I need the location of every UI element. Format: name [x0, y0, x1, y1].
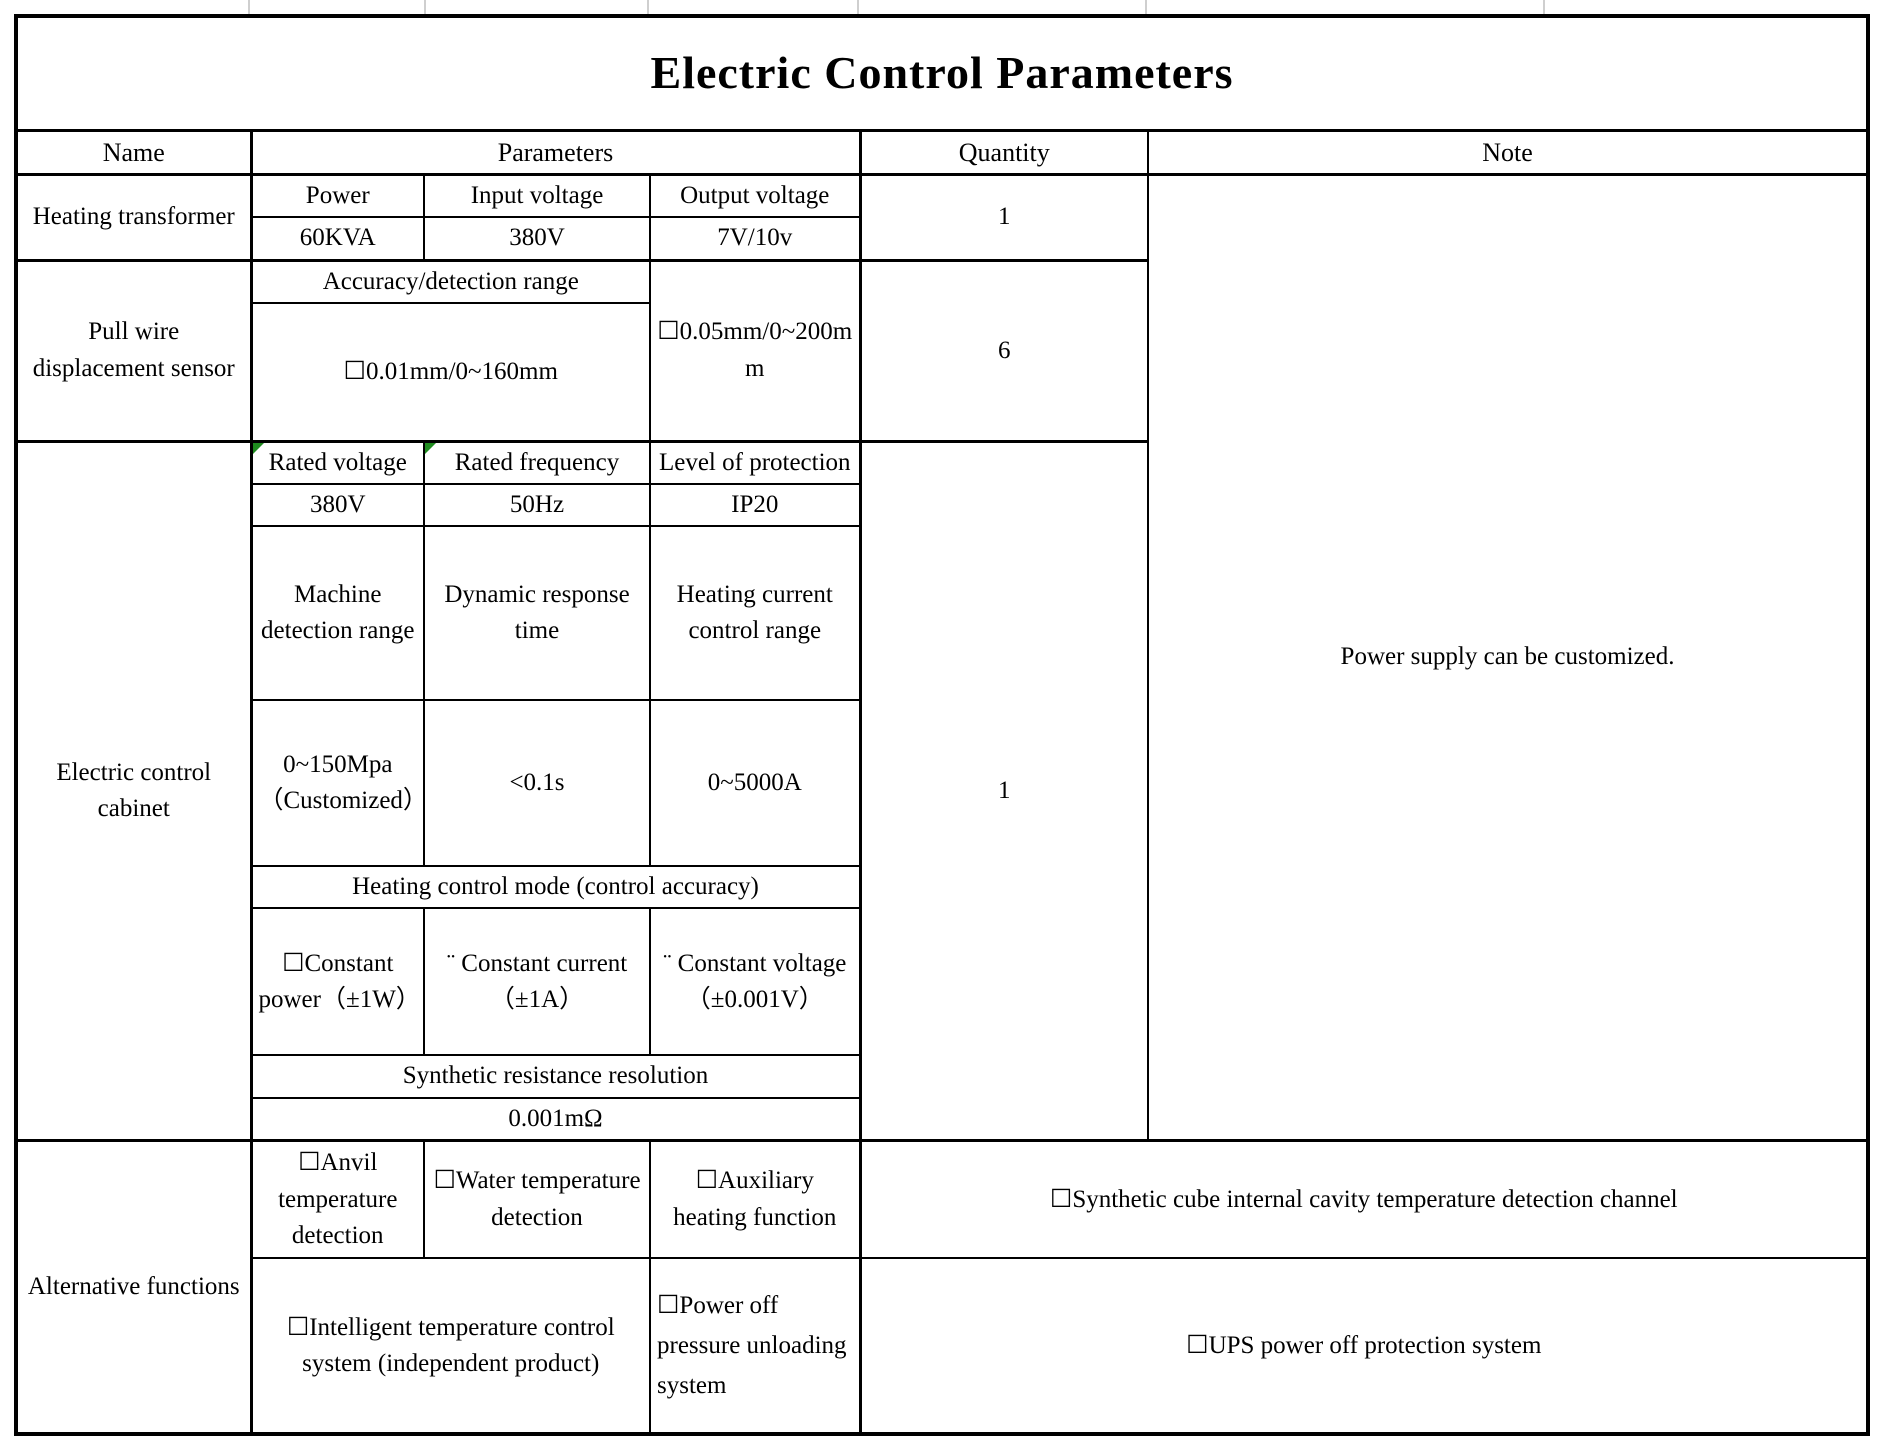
checkbox-option-constant-power[interactable]: ☐Constant power（±1W） [249, 907, 425, 1057]
cell-level-of-protection-label: Level of protection [649, 439, 861, 485]
row-name-pull-wire-sensor: Pull wire displacement sensor [15, 258, 252, 443]
row-name-heating-transformer: Heating transformer [15, 173, 252, 262]
gridline-tick [647, 0, 649, 14]
cell-synthetic-resistance-value: 0.001mΩ [249, 1096, 861, 1142]
column-header-parameters: Parameters [249, 128, 861, 176]
gridline-tick [1145, 0, 1147, 14]
cell-machine-detection-range-value: 0~150Mpa（Customized） [249, 699, 425, 868]
checkbox-option-power-off-unloading[interactable]: ☐Power off pressure unloading system [649, 1257, 861, 1436]
cell-heating-current-control-range-value: 0~5000A [649, 699, 861, 868]
checkbox-option-auxiliary-heating[interactable]: ☐Auxiliary heating function [649, 1138, 861, 1260]
spreadsheet-top-gridlines [0, 0, 1880, 14]
table-title: Electric Control Parameters [14, 15, 1870, 131]
checkbox-option-ups-protection[interactable]: ☐UPS power off protection system [858, 1257, 1870, 1436]
checkbox-option-synthetic-cube-channel[interactable]: ☐Synthetic cube internal cavity temperat… [858, 1138, 1870, 1260]
checkbox-option-constant-voltage[interactable]: ¨ Constant voltage（±0.001V） [649, 907, 861, 1057]
gridline-tick [857, 0, 859, 14]
cell-heating-current-control-range-label: Heating current control range [649, 525, 861, 702]
parameters-table: Electric Control Parameters Name Paramet… [14, 14, 1871, 1436]
gridline-tick [424, 0, 426, 14]
checkbox-option-water-temperature[interactable]: ☐Water temperature detection [423, 1138, 651, 1260]
checkbox-option-anvil-temperature[interactable]: ☐Anvil temperature detection [249, 1138, 425, 1260]
row-name-alternative-functions: Alternative functions [15, 1138, 252, 1436]
gridline-tick [248, 0, 250, 14]
cell-input-voltage-value: 380V [423, 216, 651, 262]
cell-power-value: 60KVA [249, 216, 425, 262]
column-header-note: Note [1146, 128, 1870, 176]
note-power-supply: Power supply can be customized. [1146, 173, 1870, 1142]
quantity-electric-control-cabinet: 1 [858, 439, 1149, 1142]
cell-rated-voltage-label: Rated voltage [249, 439, 425, 485]
cell-heating-control-mode-header: Heating control mode (control accuracy) [249, 865, 861, 910]
cell-output-voltage-value: 7V/10v [649, 216, 861, 262]
cell-rated-frequency-value: 50Hz [423, 482, 651, 528]
row-name-electric-control-cabinet: Electric control cabinet [15, 439, 252, 1142]
checkbox-option-001mm[interactable]: ☐0.01mm/0~160mm [249, 302, 651, 443]
column-header-name: Name [15, 128, 252, 176]
cell-input-voltage-label: Input voltage [423, 173, 651, 219]
checkbox-option-constant-current[interactable]: ¨ Constant current（±1A） [423, 907, 651, 1057]
quantity-pull-wire-sensor: 6 [858, 258, 1149, 443]
quantity-heating-transformer: 1 [858, 173, 1149, 262]
cell-synthetic-resistance-header: Synthetic resistance resolution [249, 1054, 861, 1099]
checkbox-option-intelligent-temperature-control[interactable]: ☐Intelligent temperature control system … [249, 1257, 651, 1436]
checkbox-option-005mm[interactable]: ☐0.05mm/0~200mm [649, 258, 861, 443]
excel-error-triangle [426, 444, 436, 454]
column-header-quantity: Quantity [858, 128, 1149, 176]
excel-error-triangle [254, 444, 264, 454]
cell-accuracy-header: Accuracy/detection range [249, 258, 651, 305]
cell-rated-voltage-value: 380V [249, 482, 425, 528]
cell-rated-frequency-label: Rated frequency [423, 439, 651, 485]
cell-dynamic-response-time-value: <0.1s [423, 699, 651, 868]
cell-output-voltage-label: Output voltage [649, 173, 861, 219]
gridline-tick [1543, 0, 1545, 14]
cell-power-label: Power [249, 173, 425, 219]
cell-dynamic-response-time-label: Dynamic response time [423, 525, 651, 702]
cell-level-of-protection-value: IP20 [649, 482, 861, 528]
cell-machine-detection-range-label: Machine detection range [249, 525, 425, 702]
